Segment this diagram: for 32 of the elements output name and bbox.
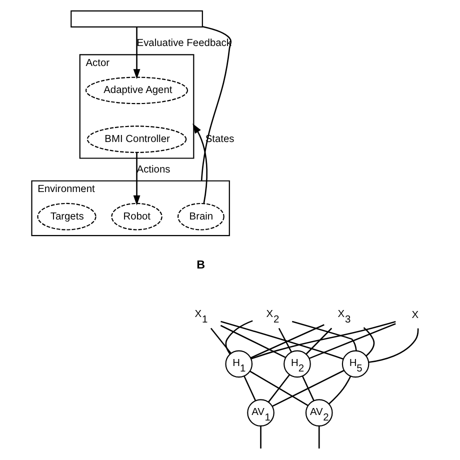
connector bbox=[224, 320, 252, 354]
connector bbox=[243, 376, 256, 401]
connector bbox=[210, 328, 231, 354]
connector bbox=[271, 370, 344, 407]
node-ellipse: Adaptive Agent bbox=[84, 76, 188, 104]
connector bbox=[368, 328, 418, 363]
arrow bbox=[192, 124, 208, 204]
connector bbox=[200, 26, 232, 181]
arrow bbox=[132, 152, 140, 206]
connector bbox=[260, 426, 261, 448]
connector bbox=[291, 320, 356, 351]
connector bbox=[308, 323, 396, 359]
connector bbox=[305, 328, 332, 355]
connector bbox=[250, 324, 324, 358]
connector bbox=[362, 327, 374, 356]
node-text: X bbox=[411, 310, 418, 321]
connector bbox=[250, 320, 396, 360]
connector bbox=[278, 328, 292, 352]
connector bbox=[318, 426, 320, 448]
connector bbox=[220, 324, 286, 358]
label: B bbox=[196, 258, 205, 272]
connector bbox=[301, 376, 314, 401]
arrow bbox=[132, 27, 140, 80]
node-ellipse: Robot bbox=[110, 202, 162, 230]
node-box bbox=[70, 10, 202, 28]
node-ellipse: Targets bbox=[36, 202, 96, 230]
connector bbox=[249, 370, 308, 406]
connector bbox=[328, 376, 351, 404]
connector bbox=[267, 374, 290, 402]
node-ellipse: Brain bbox=[177, 202, 224, 230]
node-ellipse: BMI Controller bbox=[86, 126, 186, 153]
connector bbox=[220, 320, 343, 360]
